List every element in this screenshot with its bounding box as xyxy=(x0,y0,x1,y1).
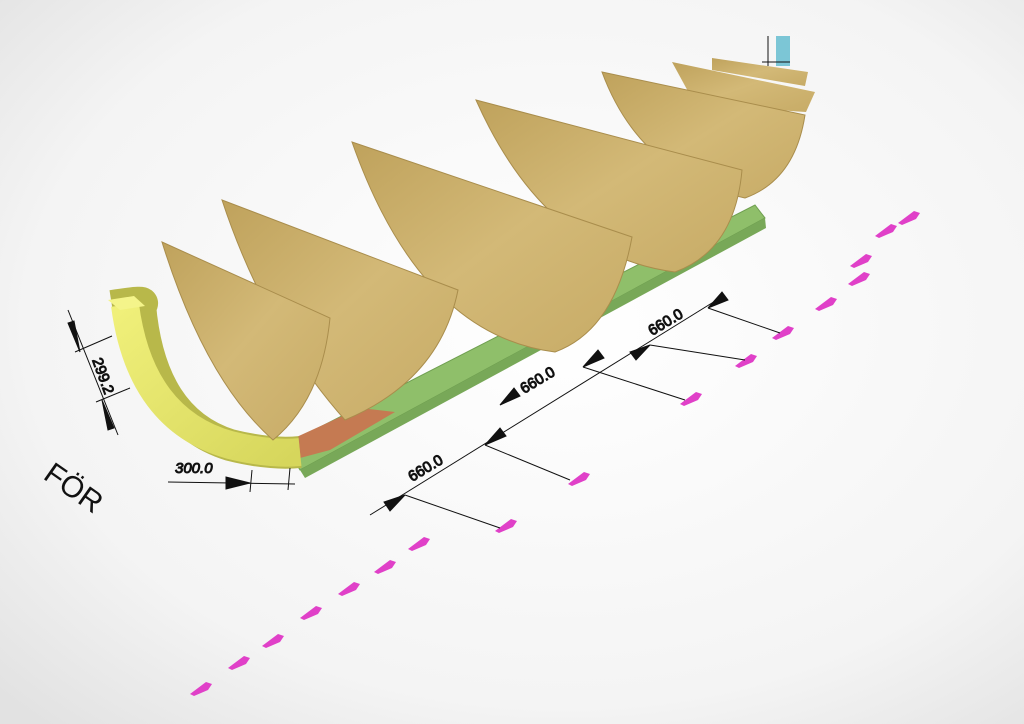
station-marker xyxy=(772,326,794,340)
station-marker xyxy=(898,211,920,225)
station-marker xyxy=(374,560,396,574)
station-marker xyxy=(300,606,322,620)
mold-3 xyxy=(351,141,633,353)
station-marker xyxy=(680,392,702,406)
station-marker xyxy=(735,354,757,368)
stem-top-face xyxy=(108,296,145,310)
post xyxy=(776,36,790,66)
mold-1 xyxy=(161,241,331,441)
station-marker xyxy=(850,254,872,268)
stem-piece-face xyxy=(111,303,302,467)
stem-offset-value: 300.0 xyxy=(175,460,213,477)
station-marker xyxy=(568,472,590,486)
mold-7 xyxy=(712,58,808,86)
station-marker xyxy=(190,682,212,696)
station-markers xyxy=(190,211,920,696)
station-marker xyxy=(815,297,837,311)
stem-block xyxy=(290,408,395,458)
station-marker xyxy=(875,224,897,238)
stem-offset-dimension: 300.0 xyxy=(167,460,296,493)
station-marker xyxy=(848,272,870,286)
station-marker xyxy=(338,582,360,596)
station-marker xyxy=(408,537,430,551)
station-marker xyxy=(495,519,517,533)
station-marker xyxy=(262,634,284,648)
post-dimension xyxy=(762,36,790,66)
mold-2 xyxy=(221,199,459,421)
mold-6 xyxy=(672,62,815,112)
station-marker xyxy=(228,656,250,670)
mold-4 xyxy=(475,99,743,273)
